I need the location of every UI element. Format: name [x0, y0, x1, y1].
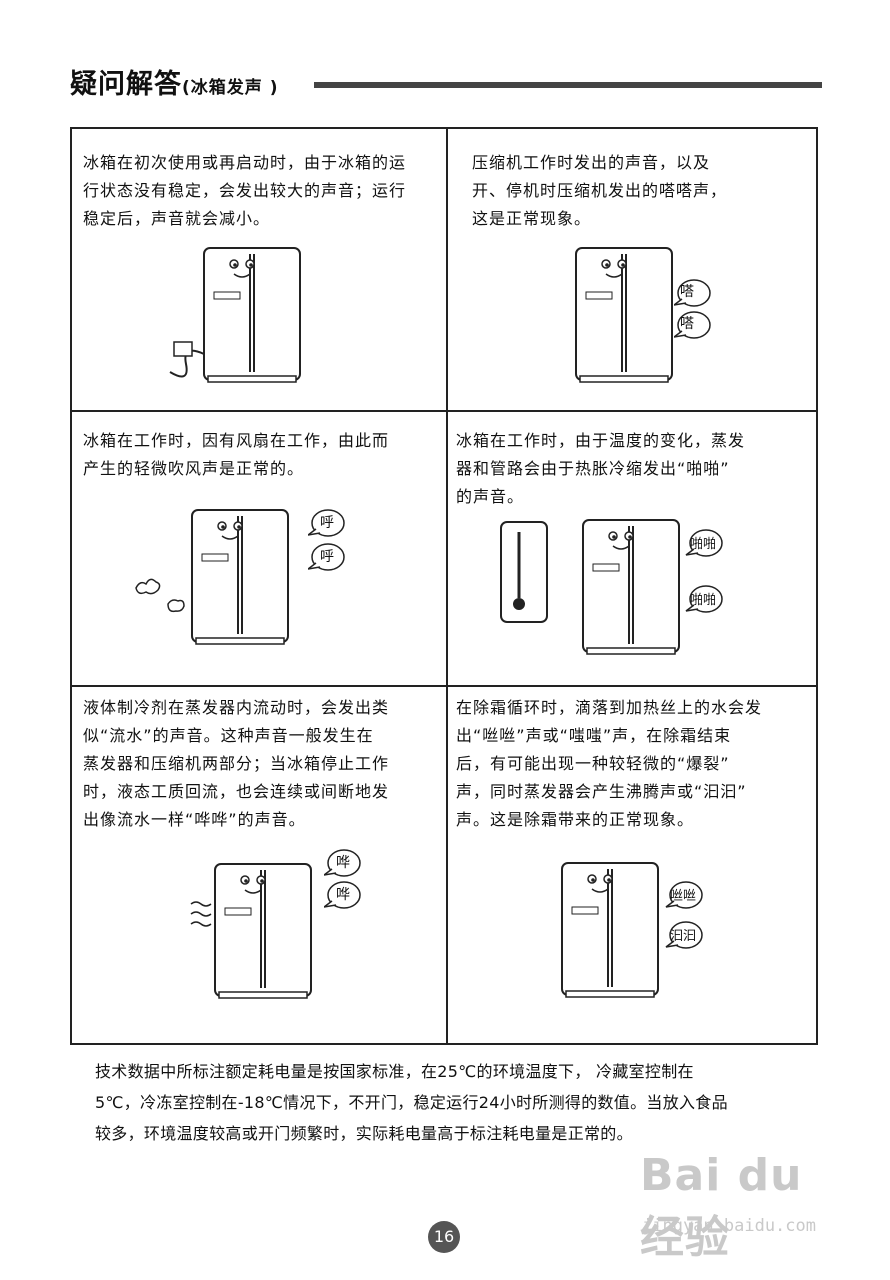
- cell-defrost-text: 在除霜循环时，滴落到加热丝上的水会发 出“咝咝”声或“嗤嗤”声，在除霜结束 后，…: [456, 694, 816, 834]
- watermark: Bai du 经验 jingyan.baidu.com: [640, 1150, 840, 1263]
- fridge-fan-illustration: [135, 509, 289, 645]
- title-subtitle: (冰箱发声 ): [182, 78, 279, 98]
- header-rule: [314, 82, 822, 88]
- text-line: 后，有可能出现一种较轻微的“爆裂”: [456, 754, 730, 773]
- grid-divider-vertical: [446, 129, 448, 1043]
- text-line: 蒸发器和压缩机两部分；当冰箱停止工作: [83, 754, 390, 773]
- text-line: 这是正常现象。: [472, 209, 592, 228]
- text-line: 冰箱在工作时，由于温度的变化，蒸发: [456, 431, 746, 450]
- text-line: 液体制冷剂在蒸发器内流动时，会发出类: [83, 698, 390, 717]
- text-line: 的声音。: [456, 487, 525, 506]
- text-line: 冰箱在工作时，因有风扇在工作，由此而: [83, 431, 390, 450]
- text-line: 器和管路会由于热胀冷缩发出“啪啪”: [456, 459, 730, 478]
- text-line: 声，同时蒸发器会产生沸腾声或“汩汩”: [456, 782, 747, 801]
- text-line: 冰箱在初次使用或再启动时，由于冰箱的运: [83, 153, 407, 172]
- grid-divider-h1: [72, 410, 816, 412]
- plug-icon: [173, 341, 193, 357]
- watermark-url: jingyan.baidu.com: [642, 1216, 816, 1236]
- sound-bubbles: 嗒 嗒: [674, 279, 711, 339]
- fridge-flow-illustration: [190, 863, 312, 999]
- sound-label: 啪啪: [690, 593, 717, 608]
- note-line: 技术数据中所标注额定耗电量是按国家标准，在25℃的环境温度下， 冷藏室控制在: [95, 1062, 694, 1081]
- page-title: 疑问解答(冰箱发声 ): [70, 62, 278, 101]
- note-line: 较多，环境温度较高或开门频繁时，实际耗电量高于标注耗电量是正常的。: [95, 1124, 633, 1143]
- cell-refrigerant-text: 液体制冷剂在蒸发器内流动时，会发出类 似“流水”的声音。这种声音一般发生在 蒸发…: [83, 694, 443, 834]
- page-number: 16: [428, 1221, 460, 1253]
- note-line: 5℃，冷冻室控制在-18℃情况下，不开门，稳定运行24小时所测得的数值。当放入食…: [95, 1093, 728, 1112]
- text-line: 时，液态工质回流，也会连续或间断地发: [83, 782, 390, 801]
- text-line: 出“咝咝”声或“嗤嗤”声，在除霜结束: [456, 726, 732, 745]
- sound-bubbles: 呼 呼: [308, 509, 348, 579]
- sound-label: 呼: [320, 549, 334, 565]
- sound-bubbles: 咝咝 汩汩: [662, 881, 718, 961]
- text-line: 产生的轻微吹风声是正常的。: [83, 459, 305, 478]
- cell-expansion-text: 冰箱在工作时，由于温度的变化，蒸发 器和管路会由于热胀冷缩发出“啪啪” 的声音。: [456, 427, 816, 511]
- sound-label: 嗒: [680, 284, 694, 300]
- faq-grid: 冰箱在初次使用或再启动时，由于冰箱的运 行状态没有稳定，会发出较大的声音；运行 …: [70, 127, 818, 1045]
- sound-bubbles: 啪啪 啪啪: [684, 529, 734, 619]
- text-line: 出像流水一样“哗哗”的声音。: [83, 810, 306, 829]
- fridge-plug-illustration: [169, 247, 301, 383]
- sound-label: 哗: [336, 855, 350, 871]
- sound-label: 嗒: [680, 316, 694, 332]
- watermark-logo: Bai du 经验: [640, 1150, 803, 1263]
- cell-fan-text: 冰箱在工作时，因有风扇在工作，由此而 产生的轻微吹风声是正常的。: [83, 427, 443, 483]
- text-line: 在除霜循环时，滴落到加热丝上的水会发: [456, 698, 763, 717]
- sound-label: 哗: [336, 887, 350, 903]
- sound-label: 汩汩: [670, 929, 697, 944]
- text-line: 似“流水”的声音。这种声音一般发生在: [83, 726, 374, 745]
- cell-compressor-text: 压缩机工作时发出的声音，以及 开、停机时压缩机发出的嗒嗒声， 这是正常现象。: [472, 149, 812, 233]
- power-cord-icon: [169, 349, 205, 378]
- sound-label: 咝咝: [670, 889, 697, 904]
- thermometer-icon: [500, 521, 548, 623]
- page-header: 疑问解答(冰箱发声 ): [70, 62, 822, 102]
- text-line: 行状态没有稳定，会发出较大的声音；运行: [83, 181, 407, 200]
- grid-divider-h2: [72, 685, 816, 687]
- text-line: 开、停机时压缩机发出的嗒嗒声，: [472, 181, 728, 200]
- air-puff-icon: [135, 578, 161, 595]
- text-line: 稳定后，声音就会减小。: [83, 209, 271, 228]
- sound-bubbles: 哗 哗: [324, 849, 364, 919]
- flow-wave-icon: [190, 901, 212, 927]
- cell-startup-text: 冰箱在初次使用或再启动时，由于冰箱的运 行状态没有稳定，会发出较大的声音；运行 …: [83, 149, 443, 233]
- energy-note: 技术数据中所标注额定耗电量是按国家标准，在25℃的环境温度下， 冷藏室控制在 5…: [95, 1056, 825, 1149]
- title-main: 疑问解答: [70, 69, 182, 100]
- sound-label: 啪啪: [690, 537, 717, 552]
- air-puff-icon: [167, 599, 185, 613]
- sound-label: 呼: [320, 515, 334, 531]
- text-line: 压缩机工作时发出的声音，以及: [472, 153, 711, 172]
- fridge-thermometer-illustration: [500, 519, 680, 655]
- text-line: 声。这是除霜带来的正常现象。: [456, 810, 695, 829]
